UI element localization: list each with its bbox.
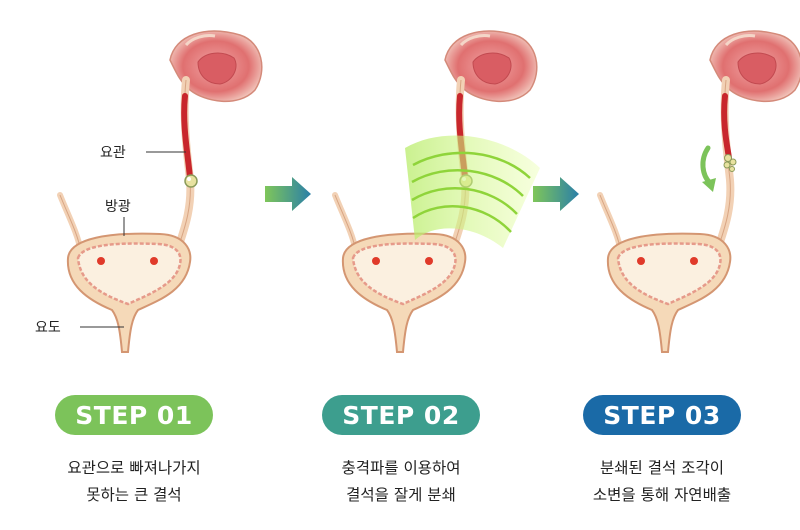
step2-badge: STEP 02	[322, 395, 480, 435]
step1-desc-line1: 요관으로 빠져나가지	[67, 459, 201, 477]
panel-step1-figure	[60, 31, 262, 352]
step1-description: 요관으로 빠져나가지 못하는 큰 결석	[14, 455, 254, 509]
downward-arrow-icon	[700, 145, 716, 192]
step1-desc-line2: 못하는 큰 결석	[86, 486, 182, 504]
step-arrow-1	[265, 177, 311, 211]
step2-desc-line2: 결석을 잘게 분쇄	[346, 486, 456, 504]
label-urethra: 요도	[35, 320, 61, 336]
label-ureter: 요관	[100, 145, 126, 161]
step2-desc-line1: 충격파를 이용하여	[341, 459, 461, 477]
step3-desc-line2: 소변을 통해 자연배출	[592, 486, 732, 504]
panel-step3-figure	[600, 31, 800, 352]
step-arrow-2	[533, 177, 579, 211]
label-bladder: 방광	[105, 199, 131, 215]
step3-desc-line1: 분쇄된 결석 조각이	[600, 459, 724, 477]
panel-step2-figure	[335, 31, 540, 352]
step1-badge: STEP 01	[55, 395, 213, 435]
shockwave-icon	[405, 135, 540, 248]
step3-badge: STEP 03	[583, 395, 741, 435]
urinary-diagram	[0, 0, 800, 370]
step3-description: 분쇄된 결석 조각이 소변을 통해 자연배출	[542, 455, 782, 509]
step2-description: 충격파를 이용하여 결석을 잘게 분쇄	[281, 455, 521, 509]
